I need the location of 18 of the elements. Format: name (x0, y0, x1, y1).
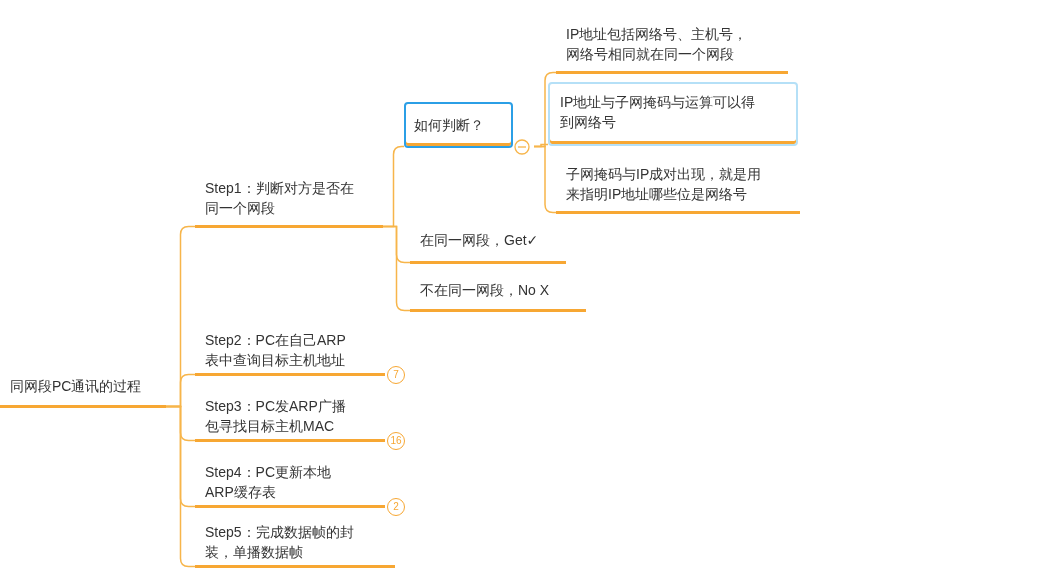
highlighted-topic-box (548, 82, 798, 146)
topic-text: 不在同一网段，No X (420, 281, 550, 300)
count-badge: 16 (387, 432, 405, 450)
topic-text: IP地址与子网掩码与运算可以得到网络号 (560, 93, 756, 132)
topic-text: 同网段PC通讯的过程 (10, 377, 142, 396)
topic-text: 在同一网段，Get✓ (420, 231, 539, 250)
topic-text: Step2：PC在自己ARP表中查询目标主机地址 (205, 331, 347, 370)
topic-text: Step5：完成数据帧的封装，单播数据帧 (205, 523, 355, 562)
topic-text: IP地址包括网络号、主机号，网络号相同就在同一个网段 (566, 25, 748, 64)
topic-text: Step3：PC发ARP广播包寻找目标主机MAC (205, 397, 347, 436)
count-badge: 7 (387, 366, 405, 384)
connector-line (533, 145, 557, 214)
selected-topic-box (404, 102, 513, 148)
count-badge: 2 (387, 498, 405, 516)
topic-text: Step1：判断对方是否在同一个网段 (205, 179, 355, 218)
topic-text: 如何判断？ (414, 116, 484, 135)
topic-text: 子网掩码与IP成对出现，就是用来指明IP地址哪些位是网络号 (566, 165, 763, 204)
topic-text: Step4：PC更新本地ARP缓存表 (205, 463, 333, 502)
